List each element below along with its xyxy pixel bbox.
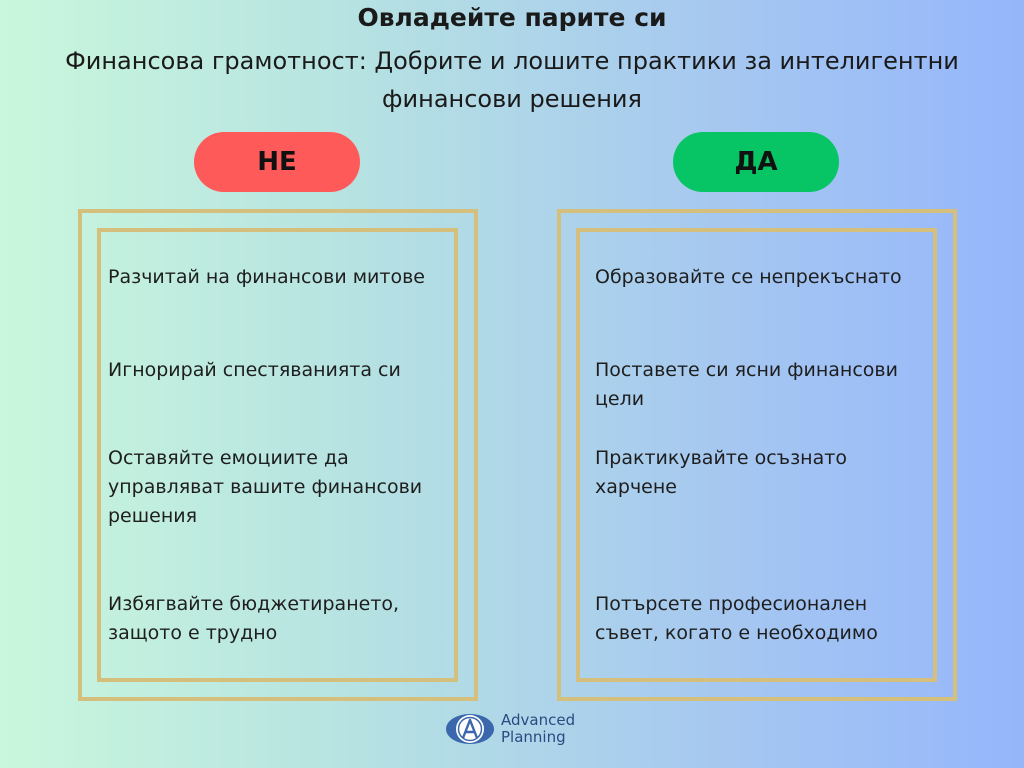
no-column-inner-frame — [97, 228, 458, 682]
subtitle-line-1: Финансова грамотност: Добрите и лошите п… — [65, 47, 959, 75]
advanced-planning-logo-icon — [446, 714, 494, 744]
no-item-1: Разчитай на финансови митове — [108, 266, 425, 288]
yes-badge: ДА — [673, 132, 839, 192]
yes-column-inner-frame — [576, 228, 937, 682]
yes-item-2: Поставете си ясни финансови цели — [595, 359, 898, 410]
no-column-outer-frame — [78, 209, 478, 701]
no-item-3: Оставяйте емоциите да управляват вашите … — [108, 447, 423, 527]
no-item-2: Игнорирай спестяванията си — [108, 359, 401, 381]
yes-item-4: Потърсете професионален съвет, когато е … — [595, 593, 878, 644]
page-title: Овладейте парите си — [357, 3, 667, 32]
brand-name-line-2: Planning — [501, 728, 566, 746]
page-subtitle: Финансова грамотност: Добрите и лошите п… — [0, 42, 1024, 118]
no-badge: НЕ — [194, 132, 360, 192]
brand-name-line-1: Advanced — [501, 711, 576, 729]
brand-name: Advanced Planning — [501, 712, 575, 746]
brand-logo: Advanced Planning — [445, 711, 575, 747]
yes-item-1: Образовайте се непрекъснато — [595, 266, 902, 288]
subtitle-line-2: финансови решения — [382, 85, 642, 113]
yes-column-outer-frame — [557, 209, 957, 701]
no-item-4: Избягвайте бюджетирането, защото е трудн… — [108, 593, 400, 644]
yes-item-3: Практикувайте осъзнато харчене — [595, 447, 847, 498]
